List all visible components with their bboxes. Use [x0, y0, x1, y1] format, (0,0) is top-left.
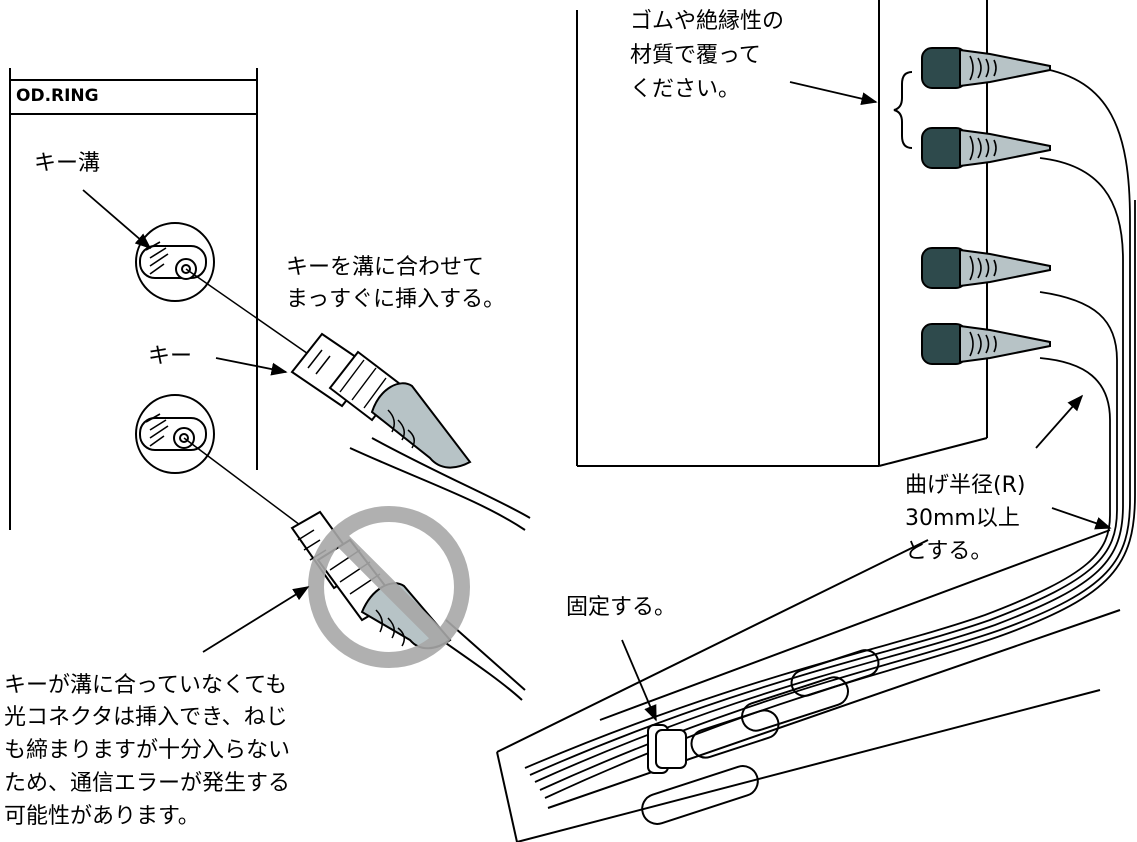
prohibit-icon: [308, 506, 470, 668]
warning-line5: 可能性があります。: [4, 804, 200, 829]
cover-note-line3: ください。: [630, 77, 741, 102]
cable-tie: [647, 724, 687, 774]
fix-label: 固定する。: [566, 595, 677, 620]
key-groove-label: キー溝: [34, 151, 101, 176]
insertion-line-lower: [183, 437, 321, 541]
device-body: [576, 0, 988, 467]
arrow-key: [215, 357, 288, 376]
key-label: キー: [148, 344, 193, 369]
cable-tray: [496, 529, 1121, 842]
bend-radius-line3: とする。: [905, 539, 993, 564]
cover-note-line1: ゴムや絶縁性の: [630, 9, 785, 34]
receptacle-lower: [135, 394, 215, 474]
connector-correct: [290, 332, 531, 531]
warning-line2: 光コネクタは挿入でき、ねじ: [4, 705, 288, 730]
receptacle-upper: [135, 222, 215, 302]
insert-instruction-line2: まっすぐに挿入する。: [286, 287, 506, 312]
warning-line3: も締まりますが十分入らない: [4, 738, 291, 763]
arrow-bend-upper: [1035, 394, 1084, 449]
insert-instruction-line1: キーを溝に合わせて: [286, 255, 485, 280]
warning-line4: ため、通信エラーが発生する: [4, 771, 291, 796]
brace: [893, 71, 913, 149]
arrow-warning: [202, 586, 310, 653]
arrow-cover: [789, 81, 878, 106]
od-ring-panel: [9, 68, 258, 530]
arrow-bend-lower: [1051, 507, 1112, 530]
bend-radius-line2: 30mm以上: [905, 506, 1020, 531]
panel-label: OD.RING: [16, 86, 99, 106]
arrow-key-groove: [82, 189, 152, 250]
bend-radius-line1: 曲げ半径(R): [905, 473, 1026, 498]
fiber-cables: [524, 67, 1136, 799]
cover-note-line2: 材質で覆って: [630, 43, 761, 68]
arrow-fix: [621, 639, 657, 722]
warning-line1: キーが溝に合っていなくても: [4, 673, 288, 698]
